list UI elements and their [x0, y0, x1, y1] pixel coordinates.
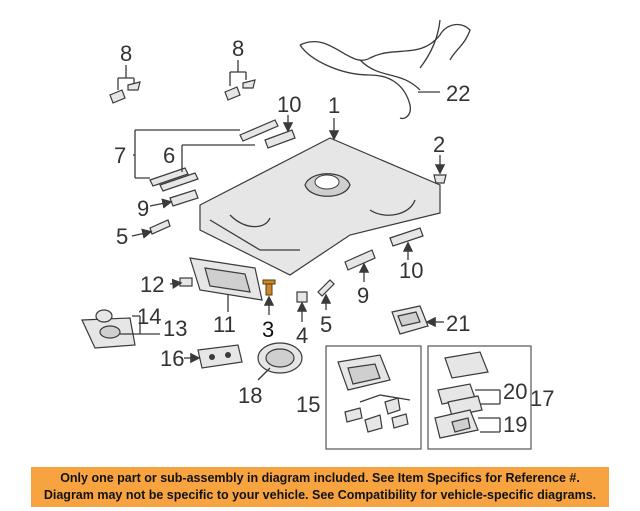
- part-8-left: 8: [109, 41, 141, 104]
- callout-5-right: 5: [320, 312, 332, 337]
- part-10-upper: 10: [264, 92, 301, 149]
- callout-3: 3: [262, 317, 274, 342]
- part-10-lower: 10: [389, 227, 424, 283]
- callout-12: 12: [140, 272, 164, 297]
- callout-8-right: 8: [232, 36, 244, 61]
- callout-15: 15: [296, 392, 320, 417]
- callout-10-lower: 10: [399, 258, 423, 283]
- part-18-lamp-lens: 18: [238, 342, 303, 408]
- part-15-console-box: 15: [296, 345, 422, 450]
- callout-9-left: 9: [137, 196, 149, 221]
- part-5-left: 5: [116, 219, 171, 249]
- callout-21: 21: [446, 311, 470, 336]
- callout-11: 11: [213, 312, 236, 337]
- part-3-screw: 3: [262, 279, 276, 342]
- part-1-headliner: 1: [199, 93, 441, 276]
- part-2-clip: 2: [433, 132, 447, 184]
- callout-7: 7: [114, 143, 126, 168]
- callout-14: 14: [137, 304, 161, 329]
- callout-1: 1: [328, 93, 340, 118]
- disclaimer-line-2: Diagram may not be specific to your vehi…: [43, 488, 597, 502]
- disclaimer-line-1: Only one part or sub-assembly in diagram…: [60, 471, 580, 485]
- disclaimer-banner: Only one part or sub-assembly in diagram…: [31, 467, 609, 507]
- part-4-clip: 4: [296, 291, 308, 348]
- part-9-right: 9: [344, 249, 376, 308]
- callout-6: 6: [163, 143, 175, 168]
- callout-17: 17: [530, 386, 554, 411]
- callout-10-upper: 10: [277, 92, 301, 117]
- part-9-left: 9: [137, 189, 199, 221]
- callout-9-right: 9: [357, 283, 369, 308]
- part-22-wire-harness: 22: [299, 19, 471, 120]
- part-17-console-box: 20 19 17: [427, 345, 554, 450]
- callout-19: 19: [503, 412, 527, 437]
- callout-5-left: 5: [116, 224, 128, 249]
- callout-2: 2: [433, 132, 445, 157]
- callout-13: 13: [163, 316, 187, 341]
- callout-8-left: 8: [120, 41, 132, 66]
- part-8-right: 8: [224, 36, 256, 101]
- part-16-lamp: 16: [160, 344, 243, 371]
- part-7-and-6-trim-strips: 7 6: [114, 119, 279, 192]
- callout-22: 22: [446, 81, 470, 106]
- part-11-sunvisor: 11: [189, 257, 263, 337]
- callout-16: 16: [160, 346, 184, 371]
- part-12-clip: 12: [140, 272, 193, 297]
- callout-20: 20: [503, 379, 527, 404]
- part-13-and-14-lamp: 14 13: [81, 304, 187, 349]
- callout-18: 18: [238, 383, 262, 408]
- callout-4: 4: [296, 323, 308, 348]
- part-5-right: 5: [317, 279, 335, 337]
- part-21-lamp: 21: [391, 305, 470, 336]
